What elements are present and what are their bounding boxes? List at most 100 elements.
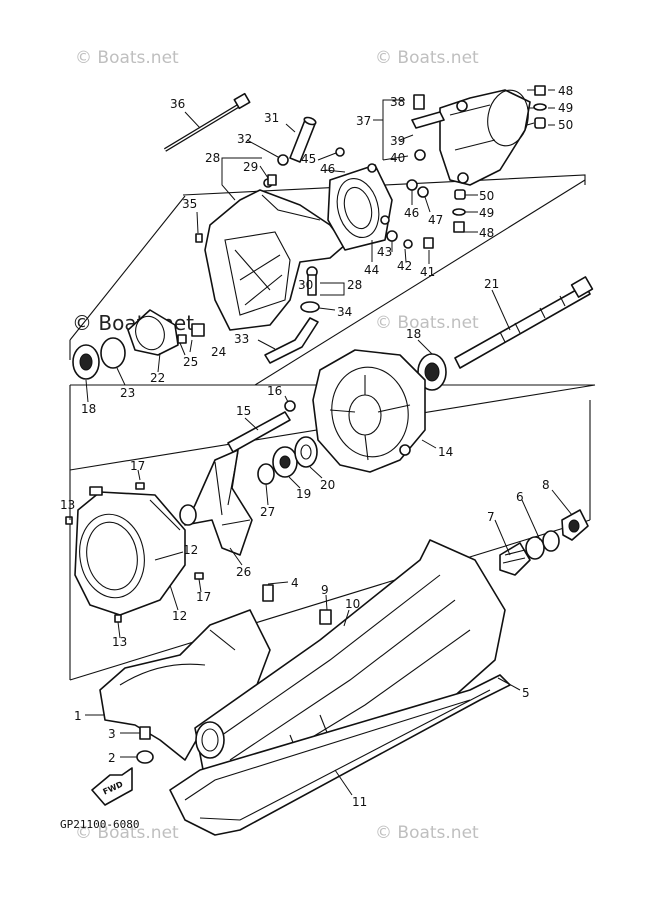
callout: 8	[542, 478, 550, 492]
part-49-washer	[533, 103, 547, 111]
callout: 26	[236, 565, 251, 579]
callout: 17	[130, 459, 145, 473]
part-47-nut	[417, 186, 429, 198]
callout: 6	[516, 490, 524, 504]
callout: 14	[438, 445, 453, 459]
diagram-code: GP21100-6080	[60, 818, 139, 831]
part-46-washer	[406, 179, 418, 191]
part-38-bolt	[413, 94, 425, 110]
part-48-bolt	[534, 85, 546, 96]
callout: 48	[479, 226, 494, 240]
callout: 18	[81, 402, 96, 416]
callout: 2	[108, 751, 116, 765]
part-6-seal	[525, 536, 545, 560]
fwd-arrow-icon	[91, 767, 133, 806]
part-17-pin	[135, 482, 145, 490]
part-duct-housing	[204, 189, 346, 331]
callout: 49	[479, 206, 494, 220]
callout: 1	[74, 709, 82, 723]
callout: 33	[234, 332, 249, 346]
part-3-bolt	[139, 726, 151, 740]
watermark: © Boats.net	[375, 48, 479, 68]
callout: 50	[479, 189, 494, 203]
part-23-o-ring	[100, 337, 126, 369]
callout: 28	[347, 278, 362, 292]
callout: 30	[298, 278, 313, 292]
part-12-liner	[74, 491, 186, 616]
part-39-plate	[411, 111, 445, 129]
frame-lower-diag	[69, 519, 591, 681]
callout: 20	[320, 478, 335, 492]
callout: 38	[390, 95, 405, 109]
part-17-pin-lower	[194, 572, 204, 580]
callout: 27	[260, 505, 275, 519]
callout: 34	[337, 305, 352, 319]
frame-upper	[182, 174, 586, 196]
part-25-washer	[177, 334, 187, 344]
callout: 21	[484, 277, 499, 291]
callouts: 1 2 3 4 5 6 7 8 9 10 11 12 12 13 13 14 1…	[60, 84, 573, 809]
callout: 35	[182, 197, 197, 211]
callout: 5	[522, 686, 530, 700]
callout: 29	[243, 160, 258, 174]
callout: 11	[352, 795, 367, 809]
callout: 22	[150, 371, 165, 385]
callout: 31	[264, 111, 279, 125]
callout: 18	[406, 327, 421, 341]
part-35-pin	[195, 233, 203, 243]
part-32-clamp	[277, 154, 289, 166]
part-45-screw	[335, 147, 345, 157]
watermark: © Boats.net	[75, 48, 179, 68]
part-5-plate	[169, 674, 511, 836]
part-26-impeller	[184, 449, 253, 556]
callout: 46	[320, 162, 335, 176]
part-50-nut	[534, 117, 546, 129]
part-33-hose	[264, 317, 319, 364]
part-13-pin	[65, 516, 73, 525]
callout: 13	[60, 498, 75, 512]
callout: 46	[404, 206, 419, 220]
callout: 50	[558, 118, 573, 132]
watermark: © Boats.net	[75, 823, 179, 843]
watermark: © Boats.net	[375, 823, 479, 843]
watermark: © Boats.net	[375, 313, 479, 333]
part-16-clamp	[284, 400, 296, 412]
part-43-collar	[386, 230, 398, 242]
part-40-nut	[414, 149, 426, 161]
callout: 43	[377, 245, 392, 259]
part-36-head	[233, 92, 251, 110]
callout: 7	[487, 510, 495, 524]
frame-upper-right	[254, 179, 586, 386]
part-11-outlet	[195, 721, 225, 759]
part-20-seal	[294, 436, 318, 468]
callout: 13	[112, 635, 127, 649]
callout: 9	[321, 583, 329, 597]
part-41-bolt	[423, 237, 434, 249]
part-9-bolt	[319, 609, 332, 625]
part-30-fitting	[307, 274, 317, 296]
part-2-washer	[136, 750, 154, 764]
part-13-pin-lower	[114, 614, 122, 623]
callout: 19	[296, 487, 311, 501]
callout: 47	[428, 213, 443, 227]
callout: 23	[120, 386, 135, 400]
leader-lines	[69, 89, 573, 796]
part-29-screw	[267, 174, 277, 186]
callout: 3	[108, 727, 116, 741]
callout: 42	[397, 259, 412, 273]
callout-dashes	[548, 89, 555, 126]
callout: 4	[291, 576, 299, 590]
callout: 45	[301, 152, 316, 166]
part-48-bolt-lower	[453, 221, 465, 233]
callout: 12	[183, 543, 198, 557]
callout: 40	[390, 151, 405, 165]
callout: 41	[420, 265, 435, 279]
part-4-screw	[262, 584, 274, 602]
callout: 15	[236, 404, 251, 418]
callout: 12	[172, 609, 187, 623]
part-24-plug	[191, 323, 205, 337]
callout: 36	[170, 97, 185, 111]
part-steering-nozzle	[439, 89, 531, 186]
frame-upper-left	[69, 195, 186, 341]
